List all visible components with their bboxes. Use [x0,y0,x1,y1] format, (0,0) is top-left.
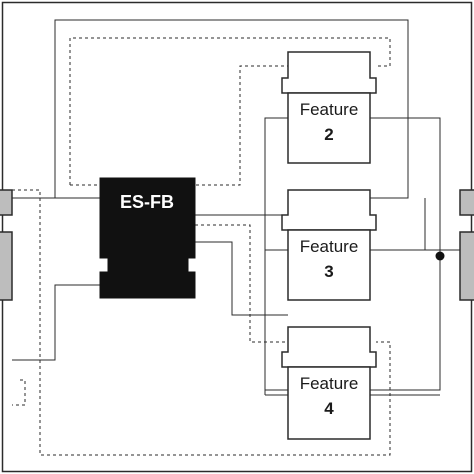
left-side-block-top [0,189,13,216]
esfb-label: ES-FB [120,192,174,212]
feature-4-connector [281,326,377,368]
feature-3-connector [281,189,377,231]
junction-dot [435,251,445,261]
esfb-body [99,177,196,299]
right-side-block-top [459,189,474,216]
feature-3-block: Feature 3 [281,189,377,301]
feature-2-connector [281,51,377,94]
feature-2-label: Feature [300,100,359,119]
feature-3-label: Feature [300,237,359,256]
feature-3-number: 3 [324,262,333,281]
feature-3-body [287,229,371,301]
feature-2-number: 2 [324,125,333,144]
solid-connections [12,19,470,396]
feature-4-block: Feature 4 [281,326,377,440]
feature-4-number: 4 [324,399,334,418]
feature-4-label: Feature [300,374,359,393]
feature-2-body [287,92,371,164]
esfb-block: ES-FB [99,177,196,299]
left-side-block-bottom [0,231,13,301]
feature-2-block: Feature 2 [281,51,377,164]
feature-4-body [287,366,371,440]
right-side-block-bottom [459,231,474,301]
